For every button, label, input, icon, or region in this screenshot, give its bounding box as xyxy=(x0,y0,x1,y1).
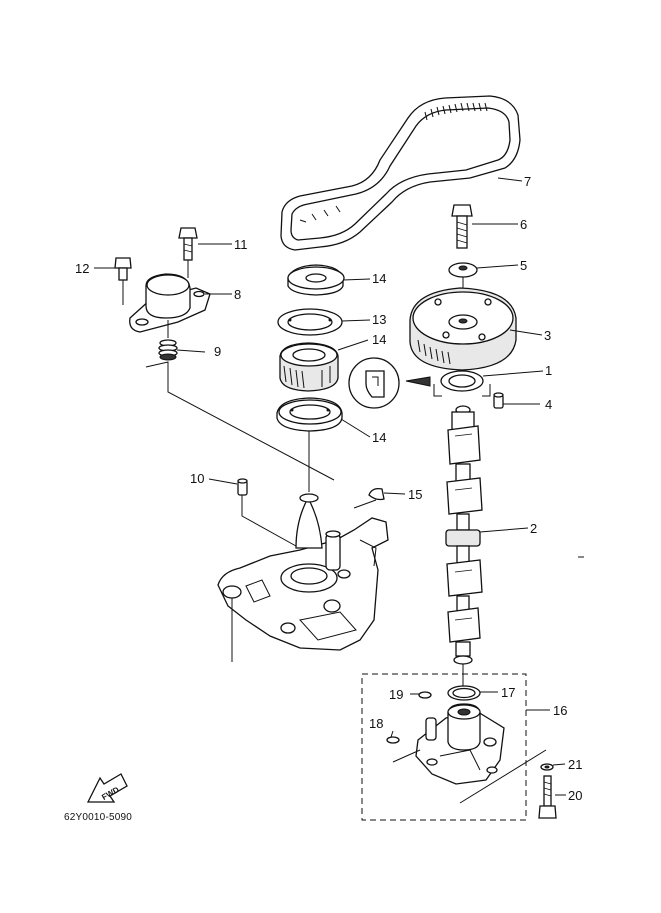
tensioner-spring xyxy=(158,339,178,361)
callout-8: 8 xyxy=(234,287,241,302)
bolt-21 xyxy=(538,775,557,819)
woodruff-key-16 xyxy=(368,487,385,501)
cam-sprocket xyxy=(409,287,517,371)
document-code: 62Y0010-5090 xyxy=(64,812,132,823)
callout-4: 4 xyxy=(545,397,552,412)
leader-lines xyxy=(94,177,566,796)
callout-14-upper: 13 xyxy=(372,312,386,327)
timing-belt xyxy=(280,95,521,251)
callout-19: 18 xyxy=(369,716,383,731)
callout-14-lower: 14 xyxy=(372,430,386,445)
bolt-11 xyxy=(178,227,198,261)
camshaft xyxy=(445,405,483,665)
callout-11: 11 xyxy=(234,237,248,252)
plate-14-lower xyxy=(276,397,343,432)
forward-arrow-icon: FWD xyxy=(86,773,128,803)
oil-seal-detail xyxy=(348,357,431,409)
oil-pump-body xyxy=(415,703,505,785)
oil-seal xyxy=(433,370,491,397)
callout-2: 2 xyxy=(530,521,537,536)
callout-22: 21 xyxy=(568,757,582,772)
crankcase-block xyxy=(217,493,389,651)
tensioner-housing xyxy=(129,273,211,333)
dowel-pin-10 xyxy=(237,478,248,496)
callout-13: 14 xyxy=(372,332,386,347)
bolt-12 xyxy=(114,257,132,281)
callout-18: 17 xyxy=(501,685,515,700)
oring-20 xyxy=(418,691,432,699)
oring-19 xyxy=(386,736,400,744)
callout-1: 1 xyxy=(545,363,552,378)
oil-pump-assembly-box xyxy=(361,673,527,821)
callout-20: 19 xyxy=(389,687,403,702)
nut-15 xyxy=(287,264,345,296)
callout-labels: 7 6 5 3 1 4 2 11 12 8 9 14 13 14 14 10 1… xyxy=(75,174,582,803)
washer xyxy=(448,262,478,278)
callout-21: 20 xyxy=(568,788,582,803)
callout-3: 3 xyxy=(544,328,551,343)
callout-15: 14 xyxy=(372,271,386,286)
callout-10: 10 xyxy=(190,471,204,486)
callout-9: 9 xyxy=(214,344,221,359)
washer-22 xyxy=(540,763,554,771)
callout-16: 15 xyxy=(408,487,422,502)
callout-5: 5 xyxy=(520,258,527,273)
plate-14-upper xyxy=(277,308,343,336)
callout-12: 12 xyxy=(75,261,89,276)
gear-13 xyxy=(279,342,339,392)
o-ring-18 xyxy=(447,685,481,701)
dowel-pin-4 xyxy=(493,392,504,409)
callout-17: 16 xyxy=(553,703,567,718)
callout-6: 6 xyxy=(520,217,527,232)
cam-sprocket-bolt xyxy=(451,204,473,249)
callout-7: 7 xyxy=(524,174,531,189)
